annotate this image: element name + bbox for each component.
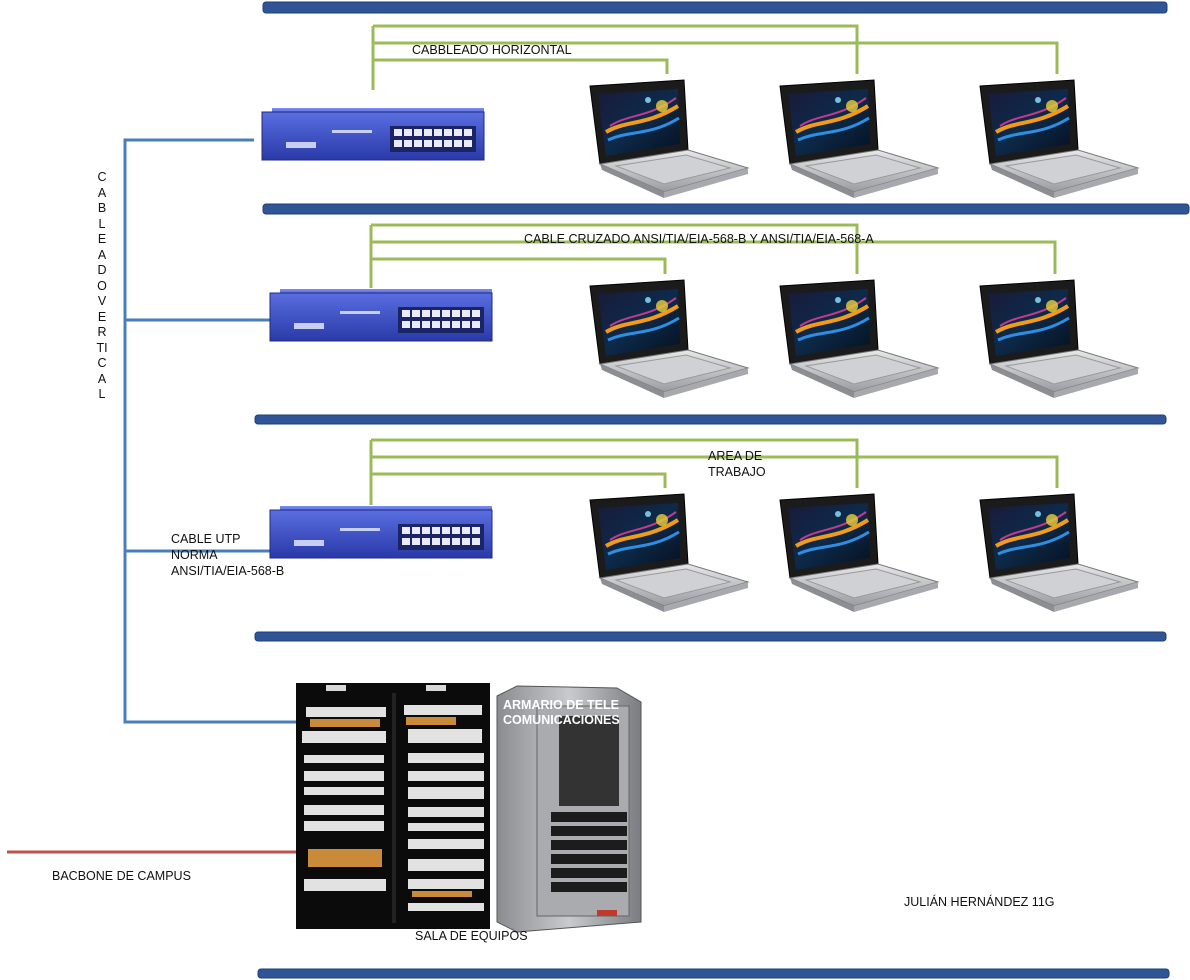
laptop-floor-3-2: [779, 493, 940, 612]
laptops: [589, 79, 1140, 612]
author-label: JULIÁN HERNÁNDEZ 11G: [904, 895, 1055, 909]
vertical-cabling: [123, 138, 297, 724]
laptop-floor-2-2: [779, 279, 940, 398]
horizontal-cabling: [369, 24, 1059, 505]
cableado-vertical-label: CABLEADO VERTICAL: [96, 170, 111, 401]
laptop-floor-2-1: [589, 279, 750, 398]
floor-bar-1: [262, 203, 1190, 215]
floor-bar-2: [254, 414, 1167, 425]
backbone-label: BACBONE DE CAMPUS: [52, 869, 191, 883]
floor-bar-3: [254, 631, 1167, 642]
sala-equipos-label: SALA DE EQUIPOS: [415, 929, 528, 943]
equipment-rack: [296, 683, 490, 929]
laptop-floor-3-3: [979, 493, 1140, 612]
armario-label: ARMARIO DE TELECOMUNICACIONES: [503, 698, 620, 727]
laptop-floor-1-1: [589, 79, 750, 198]
cable-cruzado-label: CABLE CRUZADO ANSI/TIA/EIA-568-B Y ANSI/…: [524, 232, 874, 246]
floor-bar-bottom: [257, 968, 1170, 979]
area-trabajo-label-1: AREA DE: [708, 449, 763, 463]
switch-floor-3: [269, 506, 493, 559]
switch-floor-1: [261, 108, 485, 161]
laptop-floor-1-2: [779, 79, 940, 198]
area-trabajo-label-2: TRABAJO: [708, 465, 766, 479]
switch-floor-2: [269, 289, 493, 342]
server-tower: [496, 685, 642, 933]
laptop-floor-1-3: [979, 79, 1140, 198]
floor-bar-top: [262, 1, 1168, 14]
floor-bars: [254, 1, 1190, 979]
cable-utp-label-1: CABLE UTP: [171, 532, 241, 546]
cable-utp-label-3: ANSI/TIA/EIA-568-B: [171, 564, 285, 578]
cableado-horizontal-label: CABBLEADO HORIZONTAL: [412, 43, 572, 57]
cable-utp-label-2: NORMA: [171, 548, 218, 562]
laptop-floor-3-1: [589, 493, 750, 612]
laptop-floor-2-3: [979, 279, 1140, 398]
